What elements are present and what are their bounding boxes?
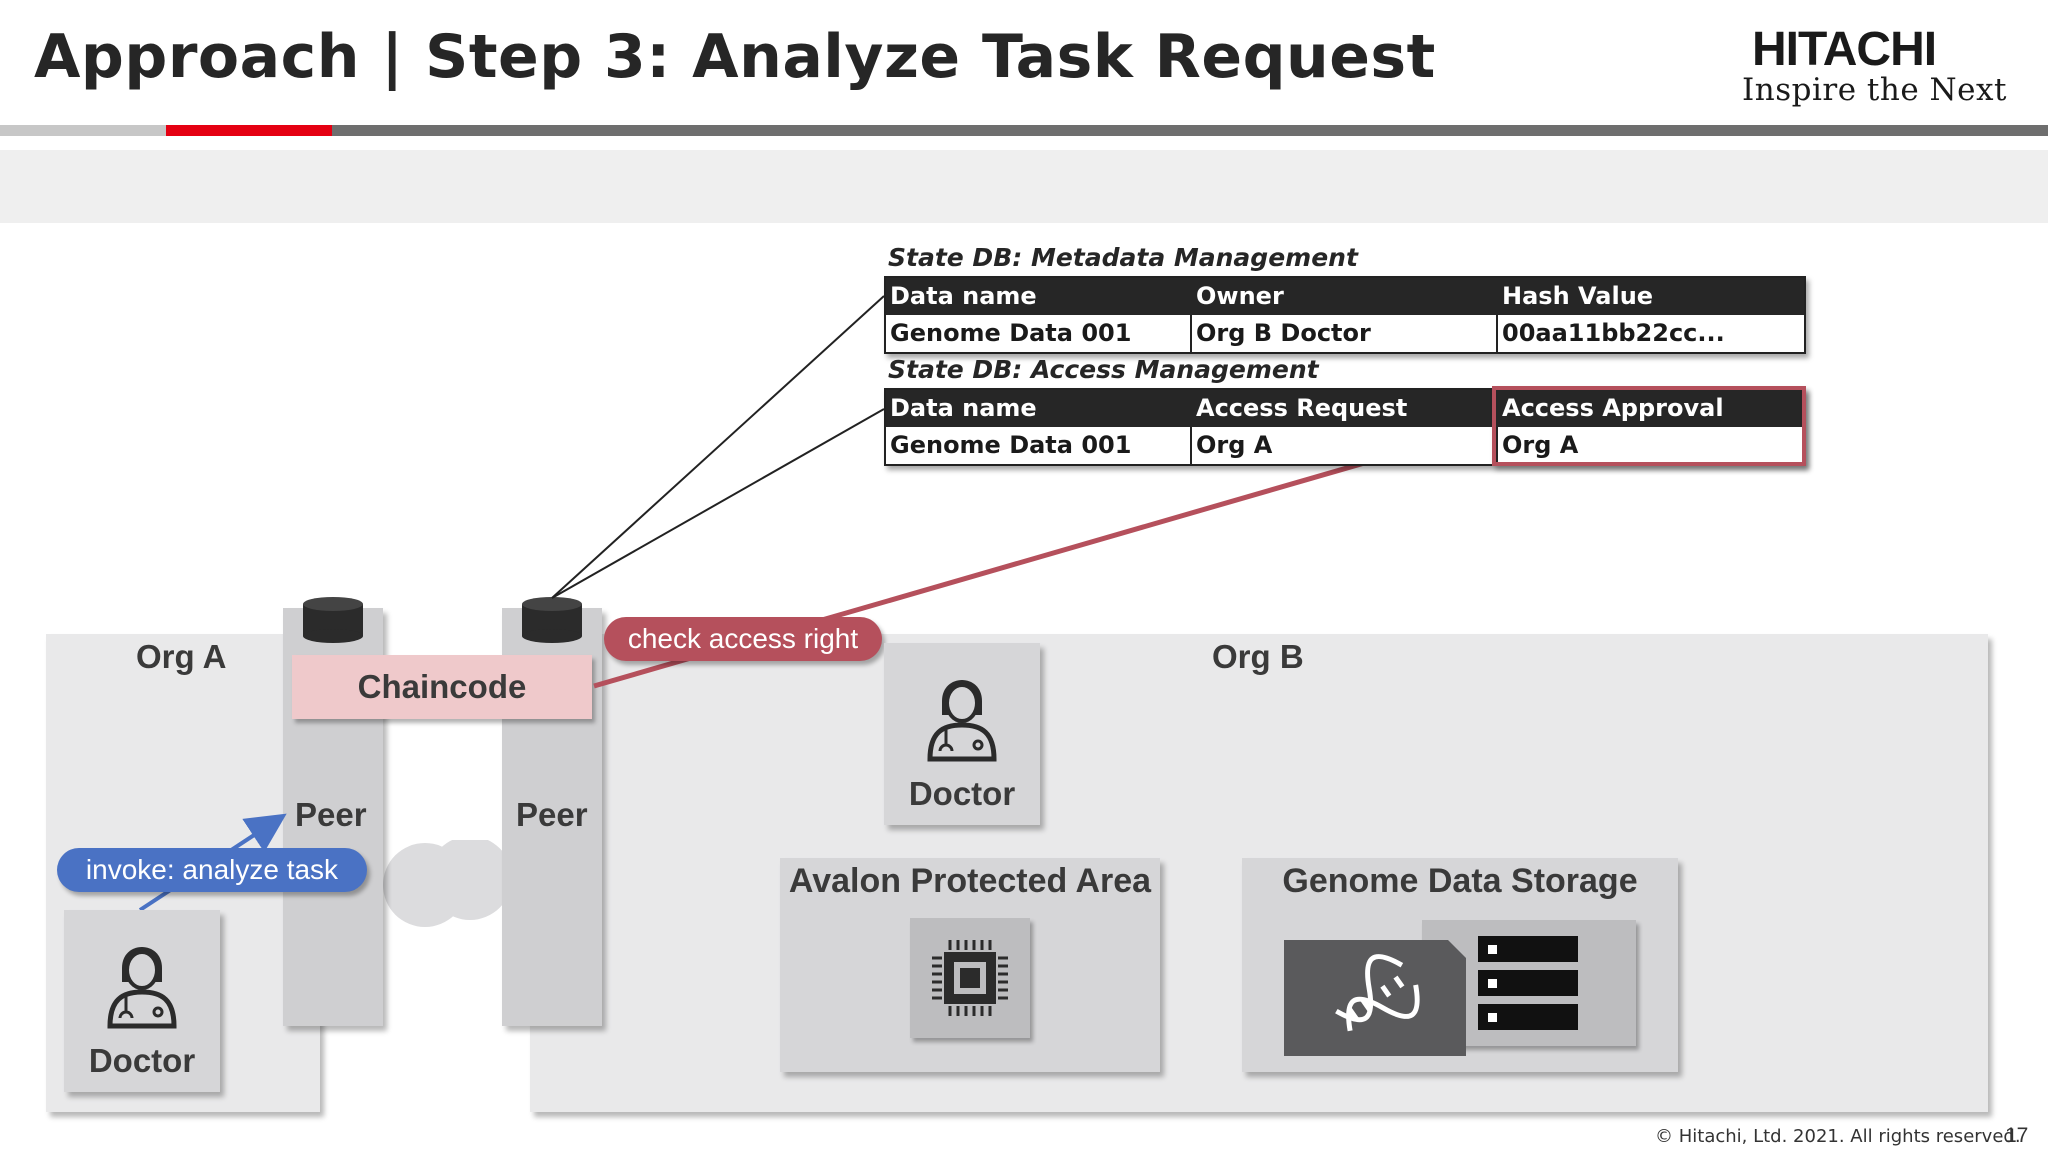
invoke-task-label: invoke: analyze task — [57, 848, 367, 892]
header-access-request: Access Request — [1196, 394, 1408, 422]
doctor-a-label: Doctor — [88, 1042, 196, 1079]
doctor-icon — [927, 680, 997, 762]
org-a-label: Org A — [136, 638, 227, 675]
genome-data-storage[interactable]: Genome Data Storage — [1242, 858, 1678, 1072]
table-row[interactable]: Genome Data 001 Org B Doctor 00aa11bb22c… — [886, 315, 1804, 352]
check-access-label: check access right — [604, 617, 882, 661]
hitachi-logo: HITACHI — [1752, 23, 1937, 76]
table-header-row: Data name Access Request Access Approval — [886, 390, 1804, 427]
org-b-label: Org B — [1212, 638, 1304, 675]
page-number: 17 — [2005, 1124, 2029, 1147]
cell-owner: Org B Doctor — [1192, 315, 1498, 352]
access-table: Data name Access Request Access Approval… — [884, 388, 1806, 466]
chaincode-box[interactable]: Chaincode — [292, 655, 592, 719]
table-row[interactable]: Genome Data 001 Org A Org A — [886, 427, 1804, 464]
cpu-chip-tile — [910, 918, 1030, 1038]
footer-copyright: © Hitachi, Ltd. 2021. All rights reserve… — [1655, 1126, 2021, 1147]
cell-hash-value: 00aa11bb22cc... — [1502, 319, 1725, 347]
dna-file-icon — [1284, 940, 1466, 1056]
header-owner: Owner — [1196, 282, 1284, 310]
header-rule — [0, 125, 2048, 136]
peer-left-label: Peer — [295, 796, 367, 833]
genome-storage-label: Genome Data Storage — [1282, 862, 1638, 900]
header-rule-accent — [166, 125, 332, 136]
metadata-table: Data name Owner Hash Value Genome Data 0… — [884, 276, 1806, 354]
database-icon — [303, 597, 363, 643]
doctor-b-card[interactable]: Doctor — [884, 643, 1040, 825]
header-data-name: Data name — [890, 394, 1037, 422]
avalon-area-label: Avalon Protected Area — [788, 862, 1152, 900]
network-cloud-icon — [383, 840, 512, 927]
doctor-b-label: Doctor — [908, 775, 1016, 812]
doctor-a-card[interactable]: Doctor — [64, 910, 220, 1092]
avalon-protected-area[interactable]: Avalon Protected Area — [780, 858, 1160, 1072]
cpu-chip-icon — [932, 940, 1008, 1016]
header-data-name: Data name — [890, 282, 1037, 310]
logo-tagline: Inspire the Next — [1742, 72, 2007, 108]
database-icon — [522, 597, 582, 643]
cell-data-name: Genome Data 001 — [886, 315, 1192, 352]
access-table-caption: State DB: Access Management — [888, 355, 1319, 384]
cell-access-approval: Org A — [1502, 431, 1579, 459]
header-hash-value: Hash Value — [1502, 282, 1654, 310]
header-rule-light-segment — [0, 125, 166, 136]
cell-data-name: Genome Data 001 — [886, 427, 1192, 464]
access-approval-highlight — [1492, 386, 1806, 466]
cell-access-request: Org A — [1192, 427, 1498, 464]
table-header-row: Data name Owner Hash Value — [886, 278, 1804, 315]
subtitle-band — [0, 150, 2048, 223]
slide-title: Approach | Step 3: Analyze Task Request — [34, 22, 1436, 92]
server-icon — [1478, 936, 1578, 1030]
doctor-icon — [107, 947, 177, 1029]
header-access-approval: Access Approval — [1502, 394, 1724, 422]
metadata-table-caption: State DB: Metadata Management — [888, 243, 1358, 272]
peer-right-label: Peer — [516, 796, 588, 833]
